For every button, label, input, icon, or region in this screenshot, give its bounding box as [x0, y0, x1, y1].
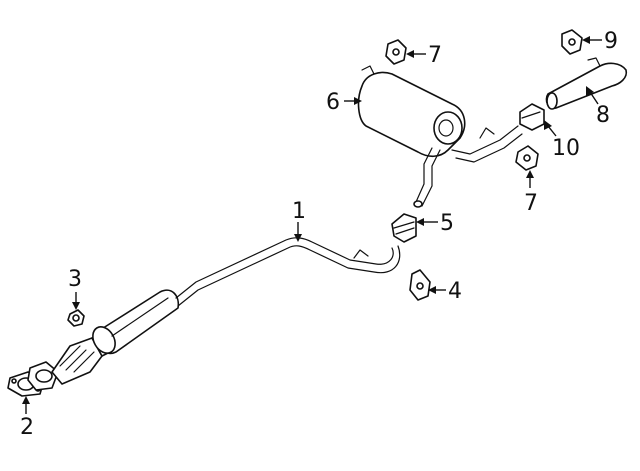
callout-10: 10: [552, 136, 580, 161]
callout-6: 6: [326, 90, 340, 115]
part-3-nut: [67, 309, 85, 327]
callout-labels: 1 2 3 4 5 6 7 7 8 9 10: [20, 29, 618, 440]
part-7-hanger-lower: [515, 145, 539, 171]
callout-3: 3: [68, 267, 82, 292]
part-10-clamp: [519, 103, 545, 131]
part-8-tailpipe: [545, 57, 628, 110]
callout-7-upper: 7: [428, 43, 442, 68]
callout-9: 9: [604, 29, 618, 54]
callout-4: 4: [448, 279, 462, 304]
part-6-muffler: [357, 65, 523, 208]
part-7-hanger-upper: [385, 39, 407, 65]
leader-lines: [22, 36, 602, 414]
callout-5: 5: [440, 211, 454, 236]
front-resonator: [92, 289, 180, 355]
part-5-clamp: [391, 213, 417, 243]
callout-8: 8: [596, 103, 610, 128]
callout-2: 2: [20, 415, 34, 440]
callout-1: 1: [292, 199, 306, 224]
part-9-hanger: [561, 29, 583, 55]
callout-7-lower: 7: [524, 191, 538, 216]
part-1-intermediate-pipe: [175, 237, 401, 307]
part-4-hanger: [409, 269, 431, 301]
